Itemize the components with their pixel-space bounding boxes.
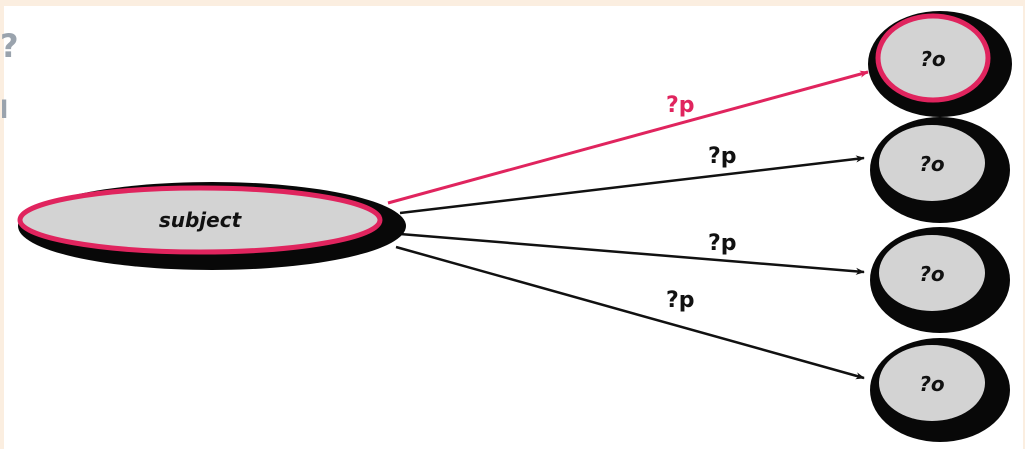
cut-off-heading-glyph: ? — [0, 27, 19, 65]
object-node-body — [879, 345, 985, 421]
edge-label: ?p — [708, 231, 737, 256]
edge-label-highlighted: ?p — [666, 93, 695, 118]
edge-label: ?p — [666, 288, 695, 313]
object-label: ?o — [920, 47, 946, 71]
object-label: ?o — [919, 152, 945, 176]
object-node: ?o — [870, 338, 1010, 442]
edge-line — [399, 232, 865, 275]
object-node-body — [875, 13, 991, 103]
subject-node: subject — [17, 182, 406, 270]
edge-label: ?p — [708, 144, 737, 169]
object-node: ?o — [870, 117, 1010, 223]
subject-node-body — [17, 185, 383, 255]
object-node-body — [879, 125, 985, 201]
object-node: ?o — [870, 227, 1010, 333]
cut-off-subheading-glyph: l — [0, 96, 9, 124]
subject-label: subject — [159, 208, 243, 232]
object-label: ?o — [919, 372, 945, 396]
object-label: ?o — [919, 262, 945, 286]
edge-line — [395, 245, 865, 380]
edge-line — [399, 155, 865, 215]
object-node-body — [879, 235, 985, 311]
edge-line-highlighted — [387, 70, 869, 205]
object-node-highlighted: ?o — [868, 11, 1012, 117]
